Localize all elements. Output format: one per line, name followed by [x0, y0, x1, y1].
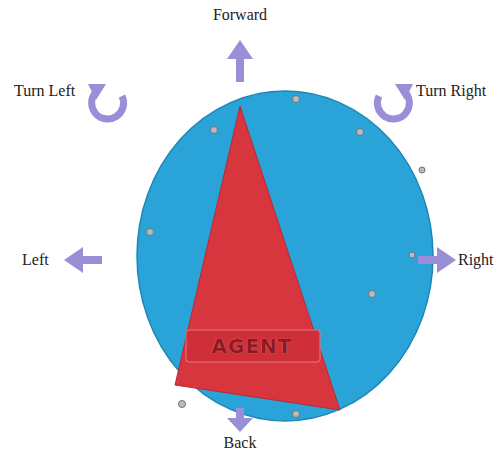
- agent-label: AGENT: [188, 332, 316, 360]
- triangle-shape: [168, 104, 348, 416]
- rotate-arrows: [92, 92, 410, 119]
- direction-label: Turn Left: [14, 82, 75, 100]
- direction-label: Forward: [213, 6, 267, 24]
- direction-label: Right: [458, 251, 494, 269]
- direction-label: Left: [22, 251, 49, 269]
- robot-disc: [137, 91, 433, 421]
- direction-label: Turn Right: [416, 82, 486, 100]
- rotate-arrowheads: [88, 84, 413, 100]
- direction-arrows: [64, 40, 456, 432]
- agent-triangle: AGENT: [168, 104, 348, 416]
- screws: [147, 96, 426, 418]
- direction-label: Back: [224, 434, 257, 452]
